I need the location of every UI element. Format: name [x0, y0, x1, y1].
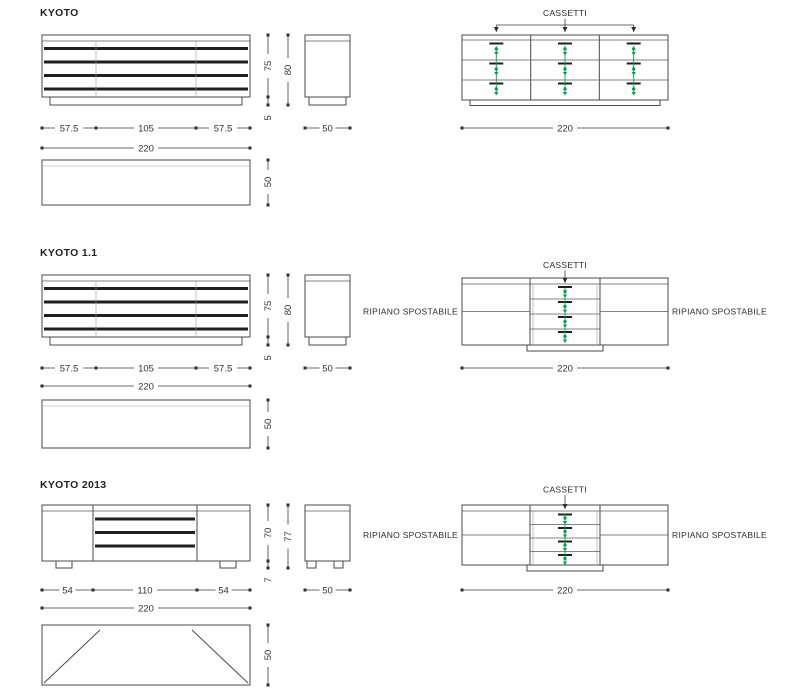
section-title: KYOTO [40, 7, 79, 19]
front-width-dimensions: 54 110 54 220 [40, 584, 252, 615]
drawer-direction-markers [562, 514, 568, 565]
dim-total-height: 77 [283, 531, 294, 542]
cassetti-label: CASSETTI [543, 260, 587, 270]
dim-top-depth: 50 [263, 650, 274, 661]
dim-body-height: 70 [263, 528, 274, 539]
ripiano-callouts: RIPIANO SPOSTABILE RIPIANO SPOSTABILE [363, 530, 767, 540]
side-view: 50 [303, 274, 352, 375]
front-view [41, 34, 251, 106]
dim-front-center: 110 [137, 586, 152, 597]
cassetti-label: CASSETTI [543, 485, 587, 495]
cassetti-callout: CASSETTI [493, 8, 637, 32]
front-view [41, 504, 251, 569]
drawer-view [461, 34, 669, 106]
dim-drawer-view-width: 220 [557, 364, 573, 375]
dim-front-total: 220 [138, 144, 154, 155]
dim-front-right: 57.5 [214, 364, 233, 375]
dim-plinth-height: 5 [263, 115, 274, 120]
ripiano-label-left: RIPIANO SPOSTABILE [363, 530, 458, 540]
ripiano-label-right: RIPIANO SPOSTABILE [672, 530, 767, 540]
top-view: 50 [41, 398, 274, 450]
dim-front-center: 105 [138, 364, 154, 375]
dim-top-depth: 50 [263, 177, 274, 188]
dim-front-total: 220 [138, 382, 154, 393]
dim-front-total: 220 [138, 604, 154, 615]
drawer-view-dimension: 220 [460, 584, 670, 597]
dim-total-height: 80 [283, 65, 294, 76]
height-dimensions: 75 80 5 [262, 33, 294, 121]
dim-front-center: 105 [138, 124, 154, 135]
front-width-dimensions: 57.5 105 57.5 220 [40, 122, 252, 155]
section-title: KYOTO 1.1 [40, 247, 97, 259]
dim-front-right: 54 [218, 586, 229, 597]
section-title: KYOTO 2013 [40, 479, 106, 491]
dim-drawer-view-width: 220 [557, 586, 573, 597]
dim-front-right: 57.5 [214, 124, 233, 135]
section-kyoto-1-1: KYOTO 1.1 57.5 105 57.5 220 75 80 5 [40, 247, 767, 450]
drawer-direction-markers [494, 46, 636, 96]
height-dimensions: 70 77 7 [262, 503, 294, 583]
ripiano-label-right: RIPIANO SPOSTABILE [672, 307, 767, 317]
dim-side-depth: 50 [322, 124, 333, 135]
drawer-direction-markers [562, 288, 568, 343]
dim-side-depth: 50 [322, 364, 333, 375]
section-kyoto: KYOTO 57.5 105 57.5 220 75 80 5 [40, 7, 670, 207]
dim-drawer-view-width: 220 [557, 124, 573, 135]
dim-front-left: 57.5 [60, 364, 79, 375]
dim-front-left: 54 [62, 586, 73, 597]
drawer-view [461, 277, 669, 352]
ripiano-label-left: RIPIANO SPOSTABILE [363, 307, 458, 317]
section-kyoto-2013: KYOTO 2013 54 110 54 220 70 77 7 [40, 479, 767, 687]
dim-body-height: 75 [263, 61, 274, 72]
dim-front-left: 57.5 [60, 124, 79, 135]
front-width-dimensions: 57.5 105 57.5 220 [40, 362, 252, 393]
side-view: 50 [303, 34, 352, 135]
cassetti-callout: CASSETTI [543, 485, 587, 509]
dim-total-height: 80 [283, 305, 294, 316]
dim-plinth-height: 7 [263, 577, 274, 582]
top-view: 50 [41, 158, 274, 207]
dim-side-depth: 50 [322, 586, 333, 597]
drawer-view-dimension: 220 [460, 122, 670, 135]
drawer-view [461, 504, 669, 572]
ripiano-callouts: RIPIANO SPOSTABILE RIPIANO SPOSTABILE [363, 307, 767, 317]
cassetti-callout: CASSETTI [543, 260, 587, 283]
height-dimensions: 75 80 5 [262, 273, 294, 361]
cassetti-label: CASSETTI [543, 8, 587, 18]
front-view [41, 274, 251, 346]
side-view: 50 [303, 504, 352, 597]
dim-top-depth: 50 [263, 419, 274, 430]
dim-body-height: 75 [263, 301, 274, 312]
top-view: 50 [41, 623, 274, 687]
dim-plinth-height: 5 [263, 355, 274, 360]
drawer-view-dimension: 220 [460, 362, 670, 375]
